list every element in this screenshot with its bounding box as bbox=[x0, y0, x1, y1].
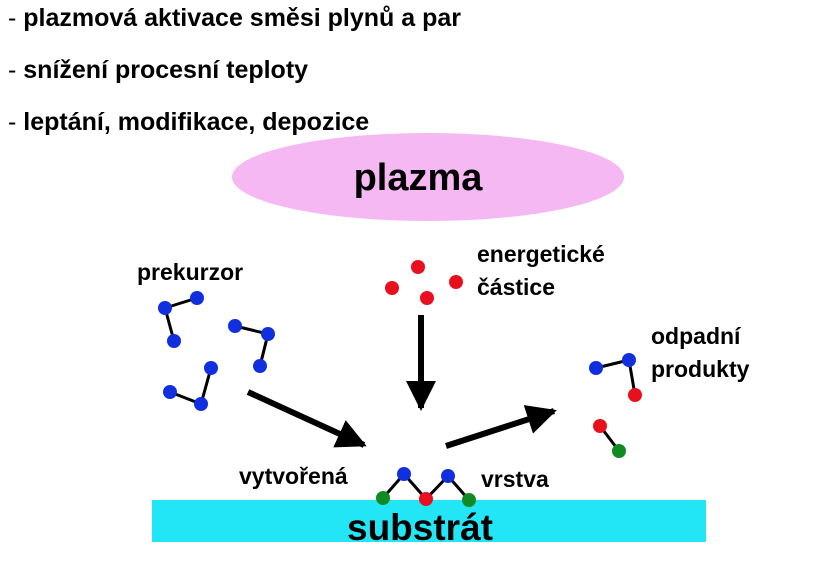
atom-red bbox=[419, 492, 433, 506]
atom-blue bbox=[228, 319, 242, 333]
atom-blue bbox=[190, 291, 204, 305]
bullet-lower-temperature: - snížení procesní teploty bbox=[8, 56, 308, 85]
bullet-etching-modification-deposition: - leptání, modifikace, depozice bbox=[8, 108, 369, 137]
bullet-text: snížení procesní teploty bbox=[23, 56, 309, 84]
bullet-text: plazmová aktivace směsi plynů a par bbox=[23, 4, 461, 32]
atom-blue bbox=[441, 469, 455, 483]
waste-products-label-line1: odpadní bbox=[651, 323, 742, 349]
energetic-particles-label-line1: energetické bbox=[477, 241, 605, 267]
atoms bbox=[158, 260, 642, 507]
atom-red bbox=[411, 260, 425, 274]
bullet-text: leptání, modifikace, depozice bbox=[23, 108, 370, 136]
plasma-ellipse bbox=[232, 133, 624, 221]
waste-products-label-line2: produkty bbox=[651, 356, 750, 382]
atom-blue bbox=[167, 334, 181, 348]
atom-blue bbox=[204, 361, 218, 375]
bullet-dash: - bbox=[8, 56, 24, 84]
arrow-surface-to-waste bbox=[445, 405, 557, 449]
layer-label: vrstva bbox=[481, 466, 549, 492]
atom-blue bbox=[397, 467, 411, 481]
energetic-particles-label-line2: částice bbox=[477, 274, 555, 300]
bullet-dash: - bbox=[8, 108, 24, 136]
atom-blue bbox=[589, 361, 603, 375]
atom-green bbox=[376, 491, 390, 505]
bullet-plasma-activation: - plazmová aktivace směsi plynů a par bbox=[8, 4, 461, 33]
atom-red bbox=[449, 275, 463, 289]
atom-blue bbox=[253, 359, 267, 373]
atom-red bbox=[420, 291, 434, 305]
formed-label: vytvořená bbox=[239, 463, 348, 489]
plasma-label: plazma bbox=[354, 157, 484, 199]
atom-red bbox=[628, 388, 642, 402]
atom-blue bbox=[261, 327, 275, 341]
arrow-precursor-to-surface bbox=[246, 389, 367, 448]
atom-blue bbox=[194, 397, 208, 411]
atom-blue bbox=[158, 301, 172, 315]
bullet-dash: - bbox=[8, 4, 24, 32]
atom-red bbox=[593, 419, 607, 433]
atom-green bbox=[462, 493, 476, 507]
atom-red bbox=[385, 281, 399, 295]
atom-blue bbox=[163, 385, 177, 399]
precursor-label: prekurzor bbox=[137, 259, 243, 285]
atom-blue bbox=[622, 353, 636, 367]
substrate-bar bbox=[152, 500, 706, 542]
substrate-label: substrát bbox=[347, 507, 493, 548]
atom-green bbox=[612, 444, 626, 458]
